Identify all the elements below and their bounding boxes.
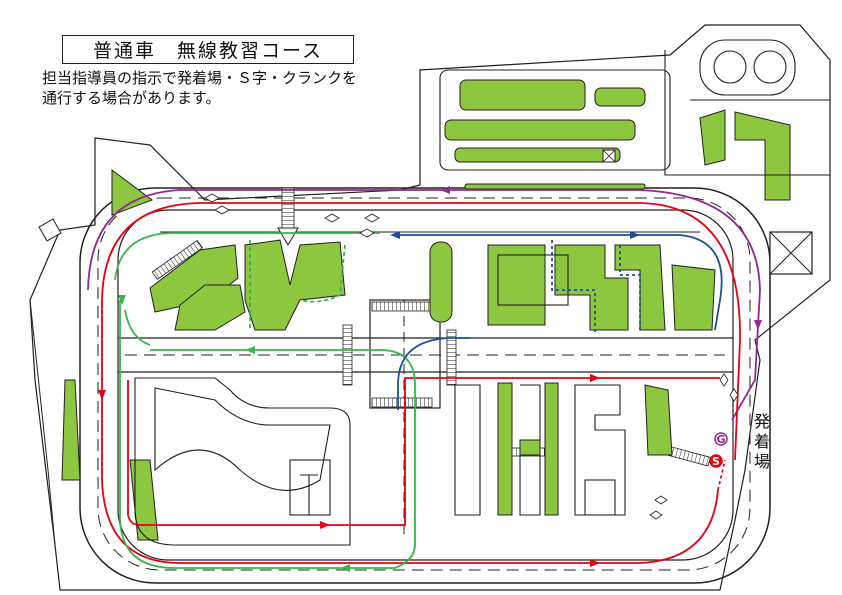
departure-area-char-3: 場 bbox=[753, 452, 770, 471]
purple-route bbox=[87, 189, 761, 421]
property-boundary bbox=[29, 24, 831, 591]
crosswalk-right bbox=[446, 329, 457, 386]
crosswalk-slope bbox=[151, 239, 203, 280]
start-marker-label: S bbox=[712, 455, 720, 468]
crosswalk-upper bbox=[371, 301, 439, 312]
goal-marker-label: G bbox=[716, 433, 725, 446]
small-box-cross bbox=[602, 149, 616, 163]
departure-area-char-1: 発 bbox=[753, 412, 770, 431]
crosswalk-top-entry bbox=[281, 187, 295, 229]
crosswalk-departure bbox=[666, 445, 711, 467]
green-route bbox=[114, 232, 416, 569]
direction-arrows bbox=[98, 186, 762, 572]
small-square bbox=[38, 218, 62, 242]
map-title: 普通車 無線教習コース bbox=[62, 35, 354, 64]
blue-route bbox=[395, 234, 723, 410]
property-boundary-left bbox=[29, 299, 56, 546]
start-marker bbox=[709, 454, 723, 468]
departure-area-label: 発 着 場 bbox=[750, 412, 774, 472]
goal-marker bbox=[714, 432, 728, 446]
crosswalk-left bbox=[342, 324, 353, 386]
diamond-markings bbox=[204, 193, 739, 520]
outer-track-inner-edge bbox=[117, 209, 734, 561]
crosswalk-lower bbox=[371, 397, 433, 408]
route-note-line-1: 担当指導員の指示で発着場・Ｓ字・クランクを bbox=[42, 69, 358, 87]
red-route bbox=[101, 202, 741, 564]
departure-area-char-2: 着 bbox=[753, 432, 770, 451]
outer-track-centerline bbox=[97, 197, 751, 571]
outer-track bbox=[79, 187, 771, 584]
route-note-line-2: 通行する場合があります。 bbox=[42, 89, 221, 107]
inner-courses bbox=[134, 39, 830, 546]
building-cross bbox=[769, 231, 813, 275]
route-note: 担当指導員の指示で発着場・Ｓ字・クランクを 通行する場合があります。 bbox=[42, 68, 357, 108]
